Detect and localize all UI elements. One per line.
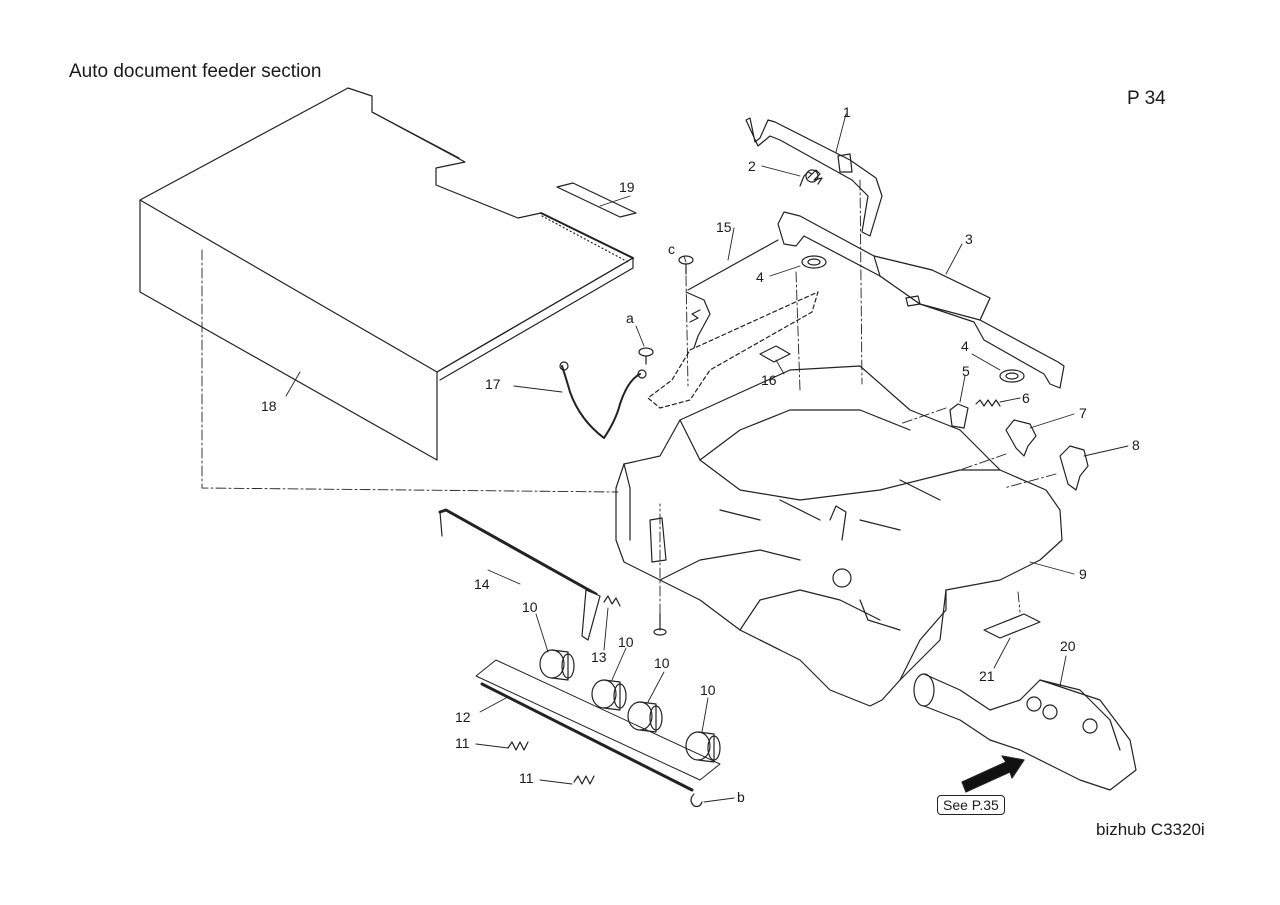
part-1-lever-arm [745,117,883,237]
callout-10-roller-1: 10 [522,599,538,615]
callout-15: 15 [716,219,732,235]
see-page-reference: See P.35 [937,795,1005,815]
roller-group-bracket [475,659,721,781]
part-2-spring [799,169,823,187]
callout-13: 13 [591,649,607,665]
clip-b [690,793,703,808]
part-10-roller-2 [591,679,627,711]
callout-leader-lines [285,113,1129,803]
callout-6: 6 [1022,390,1030,406]
part-11-spring-upper [507,741,529,751]
part-12-shaft [480,682,694,792]
part-4-spring-upper [801,255,827,269]
callout-labels: 1 2 3 4 4 5 6 7 8 9 10 10 10 10 11 11 12… [261,104,1140,805]
part-19-sheet [556,182,637,218]
callout-18: 18 [261,398,277,414]
part-3-bar-assembly [777,211,1065,389]
page-number: P 34 [1127,88,1166,109]
part-8-bracket [1059,445,1089,491]
callout-11-lower: 11 [519,770,534,786]
part-15-wire-spring [685,239,779,349]
callout-17: 17 [485,376,501,392]
part-9-main-frame [615,365,1063,707]
part-10-roller-3 [627,701,663,733]
part-21-pad [983,613,1041,639]
callout-8: 8 [1132,437,1140,453]
part-20-roller-unit [913,673,1137,791]
callout-2: 2 [748,158,756,174]
callout-21: 21 [979,668,995,684]
insert-arrow [961,755,1025,793]
part-11-spring-lower [573,775,595,785]
callout-14: 14 [474,576,490,592]
callout-4-upper: 4 [756,269,764,285]
callout-7: 7 [1079,405,1087,421]
part-5-latch [949,403,969,429]
part-6-spring [975,399,1001,407]
model-name: bizhub C3320i [1096,820,1205,839]
dashed-bracket [647,291,819,409]
callout-3: 3 [965,231,973,247]
callout-16: 16 [761,372,777,388]
bolt [653,613,667,636]
callout-10-roller-4: 10 [700,682,716,698]
callout-a: a [626,310,634,326]
callout-10-roller-2: 10 [618,634,634,650]
part-16-pad [759,345,791,363]
callout-5: 5 [962,363,970,379]
callout-19: 19 [619,179,635,195]
part-10-roller-4 [685,731,721,763]
callout-12: 12 [455,709,471,725]
part-13-spring [603,595,621,607]
page-title: Auto document feeder section [69,61,322,82]
part-10-roller-1 [539,649,575,681]
part-7-bracket [1005,419,1037,457]
callout-10-roller-3: 10 [654,655,670,671]
part-14-shaft-arm [438,508,601,641]
screw-a [638,347,654,365]
part-17-ground-wire [559,361,647,439]
callout-4-lower: 4 [961,338,969,354]
callout-20: 20 [1060,638,1076,654]
part-4-spring-lower [999,369,1025,383]
assembly-chain-lines [201,179,1057,615]
callout-1: 1 [843,104,851,120]
screw-c [678,255,694,275]
callout-9: 9 [1079,566,1087,582]
callout-c: c [668,241,675,257]
callout-b: b [737,789,745,805]
callout-11-upper: 11 [455,735,470,751]
part-18-cover-plate [139,87,634,461]
